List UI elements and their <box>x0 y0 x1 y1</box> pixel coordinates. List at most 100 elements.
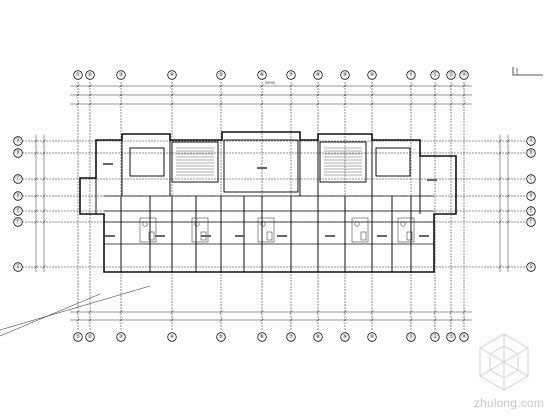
axis-bubble-right: Ⓕ <box>526 217 536 227</box>
dimension-tick <box>34 151 38 155</box>
axis-bubble-circle <box>216 70 226 80</box>
dimension-tick <box>88 310 92 314</box>
axis-bubble-bottom: ⑥ <box>257 332 267 342</box>
dimension-tick <box>370 310 374 314</box>
dimension-tick <box>506 265 510 269</box>
dimension-tick <box>316 310 320 314</box>
axis-bubble-label: Ⓓ <box>528 192 533 199</box>
axis-bubble-left: Ⓒ <box>13 174 23 184</box>
zhulong-logo-icon <box>479 333 529 391</box>
axis-bubble-right: Ⓓ <box>526 191 536 201</box>
fixture-toilet <box>266 231 273 241</box>
dimension-tick <box>343 318 347 322</box>
axis-bubble-bottom: ⑦ <box>286 332 296 342</box>
axis-bubble-label: Ⓐ <box>15 137 20 144</box>
axis-bubble-bottom: ① <box>73 332 83 342</box>
dimension-tick <box>498 177 502 181</box>
axis-bubble-left: Ⓓ <box>13 191 23 201</box>
dimension-tick <box>42 139 46 143</box>
dimension-tick <box>170 84 174 88</box>
dimension-tick <box>260 84 264 88</box>
room-label-mark <box>427 179 437 181</box>
axis-bubble-circle <box>430 332 440 342</box>
axis-bubble-bottom: ⑪ <box>406 332 416 342</box>
dimension-tick <box>88 93 92 97</box>
axis-bubble-circle <box>446 332 456 342</box>
axis-bubble-circle <box>367 332 377 342</box>
axis-bubble-label: ⑧ <box>316 72 321 78</box>
dimension-tick <box>119 318 123 322</box>
axis-bubble-label: ② <box>88 334 93 340</box>
dimension-tick <box>343 102 347 106</box>
axis-bubble-circle <box>526 148 536 158</box>
axis-bubble-label: ⑪ <box>408 71 413 78</box>
building-outline <box>0 131 457 337</box>
dimension-tick <box>433 318 437 322</box>
room-label-mark <box>325 235 335 237</box>
dimension-tick <box>289 93 293 97</box>
axis-bubble-label: ② <box>88 72 93 78</box>
fixture-block <box>139 217 157 243</box>
dimension-tick <box>119 84 123 88</box>
axis-grid-lines <box>22 82 526 330</box>
dimension-tick <box>343 310 347 314</box>
dimension-tick <box>316 318 320 322</box>
dimension-tick <box>433 84 437 88</box>
axis-bubble-label: ⑫ <box>432 333 437 340</box>
axis-bubble-circle <box>13 148 23 158</box>
axis-bubble-top: ③ <box>116 70 126 80</box>
dimension-tick <box>119 310 123 314</box>
dimension-tick <box>409 102 413 106</box>
dimension-tick <box>343 84 347 88</box>
fixture-basin <box>194 221 200 227</box>
room-label-mark <box>201 235 211 237</box>
core-room <box>223 139 299 193</box>
axis-bubble-label: ⑦ <box>289 334 294 340</box>
axis-bubble-label: Ⓒ <box>528 175 533 182</box>
fixture-block <box>191 217 209 243</box>
axis-bubble-label: ⑪ <box>408 333 413 340</box>
dimension-tick <box>42 220 46 224</box>
axis-bubble-top: ⑥ <box>257 70 267 80</box>
dimension-lines: 39700 <box>34 81 510 322</box>
dimension-tick <box>289 310 293 314</box>
axis-bubble-circle <box>216 332 226 342</box>
dimension-tick <box>449 102 453 106</box>
axis-bubble-circle <box>13 136 23 146</box>
axis-bubble-circle <box>526 136 536 146</box>
dimension-tick <box>170 93 174 97</box>
dimension-tick <box>506 139 510 143</box>
axis-bubble-label: Ⓓ <box>15 192 20 199</box>
axis-bubble-label: ⑤ <box>219 334 223 340</box>
dimension-tick <box>219 318 223 322</box>
dimension-tick <box>119 102 123 106</box>
axis-bubble-circle <box>367 70 377 80</box>
room-label-mark <box>419 235 429 237</box>
axis-bubble-label: ③ <box>119 72 123 78</box>
dimension-tick <box>88 318 92 322</box>
axis-bubble-label: Ⓔ <box>528 207 533 214</box>
axis-bubble-left: Ⓕ <box>13 217 23 227</box>
axis-bubble-label: ⑧ <box>316 334 321 340</box>
axis-bubble-label: ⑬ <box>448 71 453 78</box>
fixture-block <box>257 217 275 243</box>
axis-bubble-circle <box>526 191 536 201</box>
dimension-tick <box>76 93 80 97</box>
axis-bubble-circle <box>526 206 536 216</box>
axis-bubble-circle <box>257 70 267 80</box>
axis-bubble-top: ⑨ <box>340 70 350 80</box>
axis-bubble-circle <box>430 70 440 80</box>
dimension-tick <box>219 310 223 314</box>
dimension-tick <box>88 102 92 106</box>
dimension-tick <box>88 84 92 88</box>
axis-bubble-top: ⑦ <box>286 70 296 80</box>
axis-bubble-bottom: ⑬ <box>446 332 456 342</box>
overall-dimension-label: 39700 <box>265 81 275 85</box>
axis-bubble-label: Ⓑ <box>528 149 533 156</box>
fixture-basin <box>260 221 266 227</box>
axis-bubble-label: ⑨ <box>343 72 347 78</box>
dimension-tick <box>498 139 502 143</box>
axis-bubble-circle <box>13 262 23 272</box>
axis-bubble-circle <box>85 332 95 342</box>
